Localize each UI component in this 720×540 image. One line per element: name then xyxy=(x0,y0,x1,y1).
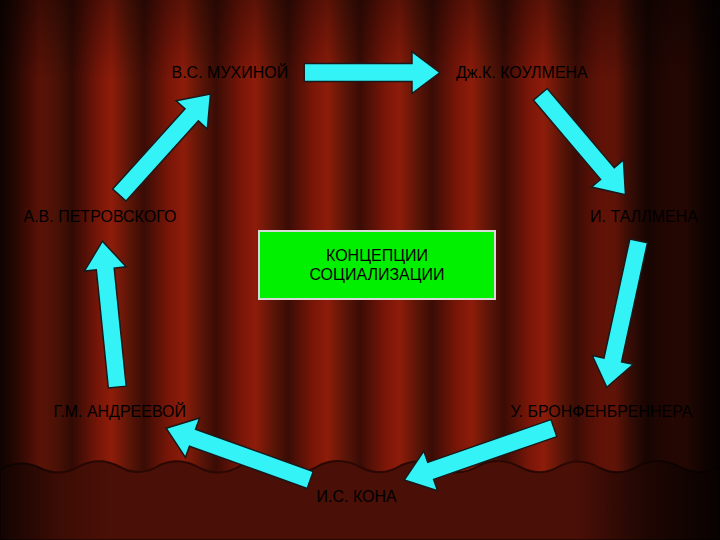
block-arrow xyxy=(84,241,126,388)
author-name: Г.М. АНДРЕЕВОЙ xyxy=(54,402,187,421)
author-name: Дж.К. КОУЛМЕНА xyxy=(456,63,588,82)
author-label: Дж.К. КОУЛМЕНА xyxy=(452,60,592,85)
author-name: И.С. КОНА xyxy=(317,487,397,506)
author-name: В.С. МУХИНОЙ xyxy=(172,63,289,82)
box-title: КОНЦЕПЦИИ СОЦИАЛИЗАЦИИ xyxy=(290,246,464,284)
block-arrow xyxy=(404,420,557,491)
author-label: И. ТАЛЛМЕНА xyxy=(586,204,702,229)
author-label: А.В. ПЕТРОВСКОГО xyxy=(20,204,181,229)
author-label: У. БРОНФЕНБРЕННЕРА xyxy=(507,399,697,424)
author-label: В.С. МУХИНОЙ xyxy=(168,60,293,85)
author-name: У. БРОНФЕНБРЕННЕРА xyxy=(511,402,693,421)
block-arrow xyxy=(592,239,647,387)
author-label: И.С. КОНА xyxy=(313,484,401,509)
author-name: А.В. ПЕТРОВСКОГО xyxy=(24,207,177,226)
block-arrow xyxy=(533,89,625,195)
block-arrow xyxy=(304,52,440,94)
author-name: И. ТАЛЛМЕНА xyxy=(590,207,698,226)
block-arrow xyxy=(166,418,313,488)
central-box: КОНЦЕПЦИИ СОЦИАЛИЗАЦИИ xyxy=(258,230,496,300)
block-arrow xyxy=(113,94,211,201)
author-label: Г.М. АНДРЕЕВОЙ xyxy=(50,399,191,424)
